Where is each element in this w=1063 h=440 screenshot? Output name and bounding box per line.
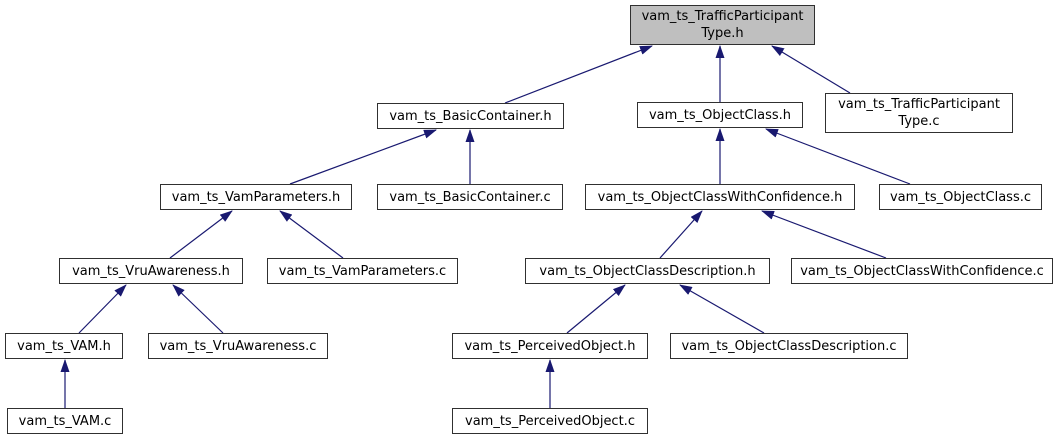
graph-node-label: vam_ts_VruAwareness.c bbox=[159, 338, 317, 354]
edge-vam_ts_ObjectClass_c-to-vam_ts_ObjectClass_h bbox=[765, 128, 911, 185]
graph-node-vam_ts_BasicContainer_h[interactable]: vam_ts_BasicContainer.h bbox=[377, 103, 564, 129]
graph-node-vam_ts_VruAwareness_h[interactable]: vam_ts_VruAwareness.h bbox=[59, 258, 243, 284]
edge-vam_ts_VruAwareness_h-to-vam_ts_VamParameters_h bbox=[169, 210, 233, 259]
graph-node-label: vam_ts_ObjectClassWithConfidence.c bbox=[800, 263, 1044, 279]
graph-node-label: Type.h bbox=[701, 26, 744, 41]
edge-vam_ts_VAM_h-to-vam_ts_VruAwareness_h bbox=[78, 284, 127, 334]
graph-node-label: Type.c bbox=[898, 114, 940, 129]
edge-vam_ts_VamParameters_c-to-vam_ts_VamParameters_h bbox=[279, 210, 344, 259]
edge-vam_ts_VruAwareness_c-to-vam_ts_VruAwareness_h bbox=[172, 284, 224, 334]
edge-vam_ts_TrafficParticipantType_c-to-vam_ts_TrafficParticipantType_h bbox=[771, 45, 851, 94]
graph-node-vam_ts_BasicContainer_c[interactable]: vam_ts_BasicContainer.c bbox=[377, 184, 563, 210]
graph-node-label: vam_ts_BasicContainer.h bbox=[389, 108, 552, 124]
graph-node-label: vam_ts_VamParameters.h bbox=[171, 189, 341, 205]
edge-vam_ts_PerceivedObject_h-to-vam_ts_ObjectClassDescription_h bbox=[566, 284, 626, 334]
graph-node-vam_ts_VamParameters_h[interactable]: vam_ts_VamParameters.h bbox=[160, 184, 352, 210]
edge-vam_ts_BasicContainer_h-to-vam_ts_TrafficParticipantType_h bbox=[504, 45, 653, 104]
graph-node-vam_ts_ObjectClassDescription_h[interactable]: vam_ts_ObjectClassDescription.h bbox=[525, 258, 770, 284]
graph-node-label: vam_ts_VruAwareness.h bbox=[72, 263, 230, 279]
graph-node-vam_ts_ObjectClass_c[interactable]: vam_ts_ObjectClass.c bbox=[879, 184, 1042, 210]
graph-node-vam_ts_ObjectClass_h[interactable]: vam_ts_ObjectClass.h bbox=[637, 102, 803, 128]
graph-node-label: vam_ts_TrafficParticipant bbox=[641, 9, 804, 24]
graph-node-label: vam_ts_ObjectClass.c bbox=[889, 189, 1031, 205]
edge-vam_ts_VamParameters_h-to-vam_ts_BasicContainer_h bbox=[289, 129, 437, 185]
graph-node-vam_ts_ObjectClassWithConfidence_h[interactable]: vam_ts_ObjectClassWithConfidence.h bbox=[585, 184, 855, 210]
graph-node-vam_ts_VamParameters_c[interactable]: vam_ts_VamParameters.c bbox=[267, 258, 458, 284]
graph-node-label: vam_ts_VAM.c bbox=[18, 413, 112, 429]
edge-vam_ts_ObjectClassWithConfidence_c-to-vam_ts_ObjectClassWithConfidence_h bbox=[761, 210, 887, 259]
graph-node-vam_ts_PerceivedObject_c[interactable]: vam_ts_PerceivedObject.c bbox=[452, 408, 648, 434]
graph-node-vam_ts_ObjectClassDescription_c[interactable]: vam_ts_ObjectClassDescription.c bbox=[670, 333, 908, 359]
graph-node-vam_ts_ObjectClassWithConfidence_c[interactable]: vam_ts_ObjectClassWithConfidence.c bbox=[791, 258, 1053, 284]
graph-node-label: vam_ts_ObjectClassDescription.c bbox=[681, 338, 897, 354]
graph-node-label: vam_ts_PerceivedObject.h bbox=[464, 338, 636, 354]
graph-node-label: vam_ts_BasicContainer.c bbox=[389, 189, 551, 205]
graph-node-vam_ts_VAM_h[interactable]: vam_ts_VAM.h bbox=[5, 333, 123, 359]
graph-node-label: vam_ts_PerceivedObject.c bbox=[465, 413, 635, 429]
graph-node-label: vam_ts_VAM.h bbox=[17, 338, 111, 354]
edge-vam_ts_ObjectClassDescription_c-to-vam_ts_ObjectClassDescription_h bbox=[679, 284, 765, 334]
edge-vam_ts_ObjectClassDescription_h-to-vam_ts_ObjectClassWithConfidence_h bbox=[659, 210, 703, 259]
graph-node-label: vam_ts_ObjectClassDescription.h bbox=[539, 263, 756, 279]
graph-node-vam_ts_VAM_c[interactable]: vam_ts_VAM.c bbox=[7, 408, 123, 434]
graph-node-label: vam_ts_VamParameters.c bbox=[278, 263, 447, 279]
graph-node-label: vam_ts_TrafficParticipant bbox=[838, 97, 1000, 112]
graph-node-label: vam_ts_ObjectClass.h bbox=[648, 107, 792, 123]
graph-node-vam_ts_PerceivedObject_h[interactable]: vam_ts_PerceivedObject.h bbox=[452, 333, 648, 359]
graph-node-vam_ts_VruAwareness_c[interactable]: vam_ts_VruAwareness.c bbox=[148, 333, 328, 359]
graph-node-label: vam_ts_ObjectClassWithConfidence.h bbox=[597, 189, 843, 205]
